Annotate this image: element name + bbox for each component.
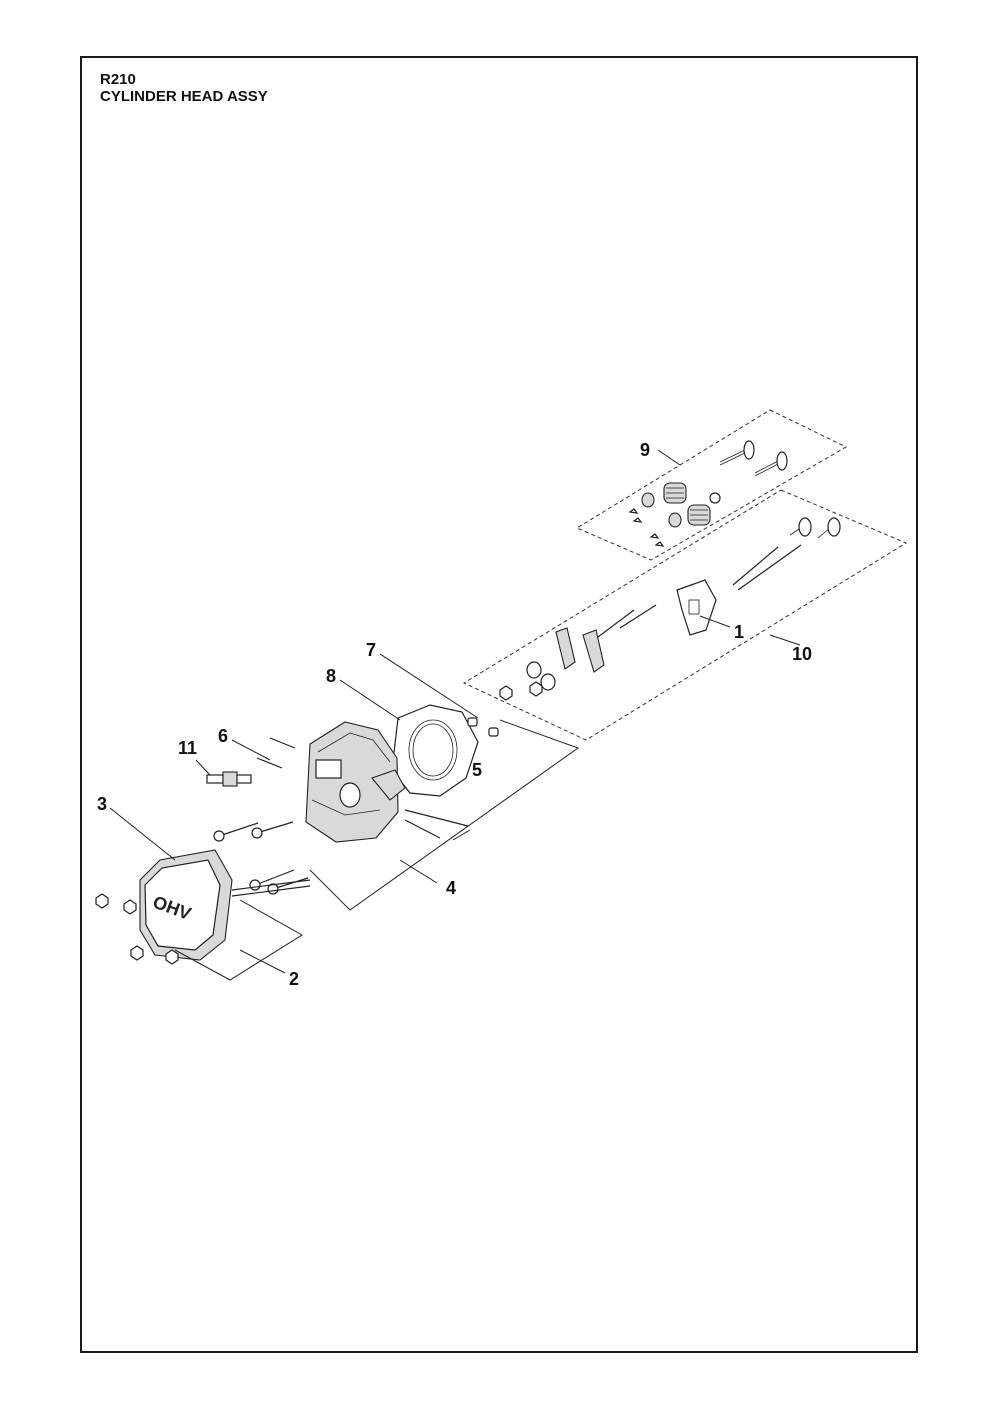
tappet-2: [817, 517, 841, 539]
rocker-stud-1: [597, 609, 635, 638]
spark-plug: [206, 771, 252, 787]
callout-1: 1: [734, 622, 744, 642]
callout-2: 2: [289, 969, 299, 989]
rocker-assy-dashed-box: [462, 489, 908, 741]
valve-cotters: [628, 508, 665, 547]
valve-kit-group: [575, 409, 848, 561]
rocker-arm-1: [555, 627, 576, 670]
valve-cover: OHV: [139, 849, 233, 961]
valve-spring-lower: [687, 504, 711, 526]
callout-10: 10: [792, 644, 812, 664]
rocker-assy-group: [462, 489, 908, 741]
exhaust-valve: [754, 451, 788, 477]
rocker-pivot-1: [526, 661, 542, 679]
cylinder-head: [305, 721, 406, 843]
valve-kit-dashed-box: [575, 409, 848, 561]
callout-6: 6: [218, 726, 228, 746]
rocker-nut-1: [499, 685, 513, 701]
callout-labels: 9 1 10 7 8 6 11 3 5 4 2: [97, 440, 812, 989]
push-rod-guide-plate: [676, 579, 717, 636]
rocker-pivot-2: [540, 673, 556, 691]
rocker-arm-2: [582, 629, 605, 673]
tappet-1: [789, 517, 812, 537]
push-rod-1: [732, 546, 779, 586]
spring-retainer-lower: [668, 512, 682, 528]
callout-11: 11: [178, 738, 197, 758]
head-studs: [256, 737, 296, 769]
spring-retainer-upper: [641, 492, 655, 508]
callout-9: 9: [640, 440, 650, 460]
diagram-title: CYLINDER HEAD ASSY: [100, 88, 268, 105]
push-rod-2: [737, 544, 802, 591]
leader-lines: [109, 449, 801, 981]
breather-tube: [231, 879, 311, 897]
valve-stem-seal: [709, 492, 721, 504]
callout-4: 4: [446, 878, 456, 898]
head-bolts: [213, 821, 309, 895]
intake-valve: [719, 440, 755, 466]
page-frame: [80, 56, 918, 1353]
callout-3: 3: [97, 794, 107, 814]
head-gasket: [391, 704, 479, 797]
rocker-nut-2: [529, 681, 543, 697]
rocker-stud-2: [619, 604, 657, 629]
dowel-pins: [467, 717, 499, 737]
callout-8: 8: [326, 666, 336, 686]
valve-spring-upper: [663, 482, 687, 504]
callout-7: 7: [366, 640, 376, 660]
long-studs: [404, 809, 469, 839]
callout-5: 5: [472, 760, 482, 780]
diagram-code: R210: [100, 71, 136, 88]
cover-bolts: [95, 893, 179, 965]
